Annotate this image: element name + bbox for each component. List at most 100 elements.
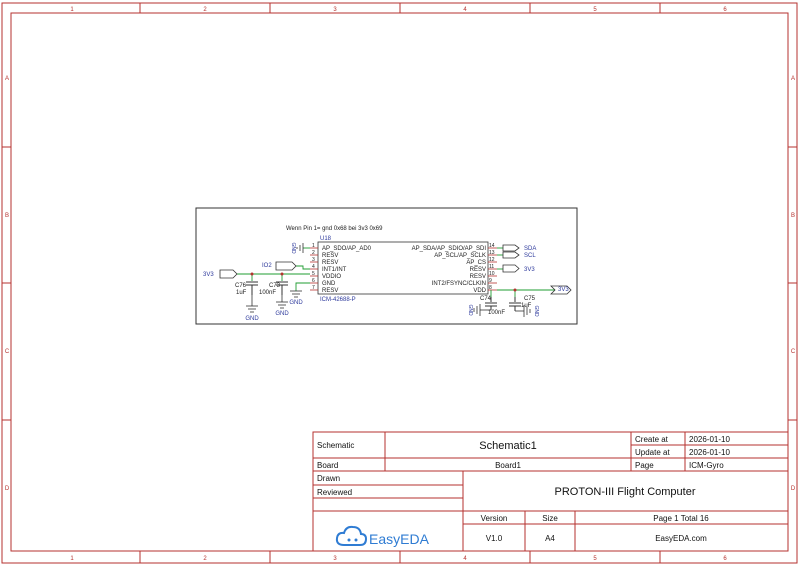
gnd-label: GND [290,242,296,254]
pin-number: 5 [312,271,315,277]
cap-ref: C73 [269,283,281,289]
gnd-label: GND [275,311,289,317]
pin-name: AP_SDO/AP_AD0 [322,246,372,252]
net-label-3v3: 3V3 [524,267,535,273]
col-label: 5 [593,556,597,562]
size-value: A4 [545,534,555,543]
update-label: Update at [635,448,670,457]
col-label: 1 [70,7,74,13]
gnd-symbol-pin1: GND [290,242,304,254]
col-label: 2 [203,556,207,562]
net-flag-3v3-far[interactable]: 3V3 [550,285,575,295]
pin-name: RESV [470,274,486,280]
net-flag-io2[interactable]: IO2 [262,261,297,271]
col-label: 4 [463,7,467,13]
easyeda-logo: EasyEDA [335,525,430,547]
pin-number: 13 [489,250,495,256]
chip-body [317,241,489,295]
board-label: Board [317,461,338,470]
chip-left-pins: 1 2 3 4 5 6 7 AP_SDO/AP_AD0 RESV RESV IN… [310,243,372,294]
cloud-icon [335,525,368,546]
frame-column-labels-top: 1 2 3 4 5 6 [70,7,727,13]
net-flag-3v3-left[interactable]: 3V3 [203,269,238,279]
capacitor-c76[interactable]: C76 1uF [235,281,258,296]
gnd-symbol-pin6: GND [289,290,303,306]
chip-right-pins: 14 13 12 11 10 9 8 AP_SDA/AP_SDIO/AP_SDI… [412,243,497,294]
pin-number: 9 [489,278,492,284]
version-label: Version [481,514,508,523]
col-label: 4 [463,556,467,562]
cap-value: 100nF [488,310,505,316]
create-date: 2026-01-10 [689,435,730,444]
col-label: 5 [593,7,597,13]
gnd-symbol-c75: GND [515,305,539,317]
pin-number: 1 [312,243,315,249]
pin-name: RESV [322,288,338,294]
title-block-text: Schematic Schematic1 Create at 2026-01-1… [317,435,730,543]
net-flag-3v3-right[interactable]: 3V3 [502,264,535,273]
cap-ref: C75 [524,296,536,302]
gnd-label: GND [467,304,473,316]
pin-name: RESV [322,260,338,266]
board-name: Board1 [495,461,521,470]
page-info: Page 1 Total 16 [653,514,709,523]
project-name: PROTON-III Flight Computer [555,486,696,498]
page-name: ICM-Gyro [689,461,724,470]
pin-name: RESV [322,253,338,259]
net-flag-sda[interactable]: SDA [502,244,536,252]
website: EasyEDA.com [655,534,707,543]
pin-name: GND [322,281,336,287]
junction-dot [250,272,254,276]
gnd-symbol-c76: GND [245,295,259,322]
drawn-label: Drawn [317,474,340,483]
frame-row-labels-left: A B C D [5,76,10,492]
row-label: B [5,213,9,219]
size-label: Size [542,514,558,523]
col-label: 2 [203,7,207,13]
net-flag-scl[interactable]: SCL [502,251,536,259]
create-label: Create at [635,435,669,444]
pin-number: 14 [489,243,495,249]
row-label: B [791,213,795,219]
cap-value: 100nF [259,290,276,296]
frame-zone-ticks [2,3,797,563]
junctions [250,272,517,292]
capacitor-c74[interactable]: C74 100nF [480,296,505,316]
col-label: 3 [333,7,337,13]
row-label: D [5,486,10,492]
pin-name: RESV [470,267,486,273]
net-label-3v3: 3V3 [203,272,214,278]
pin-name: INT2/FSYNC/CLKIN [432,281,486,287]
col-label: 3 [333,556,337,562]
net-label-io2: IO2 [262,263,272,269]
page-label: Page [635,461,654,470]
row-label: C [791,349,796,355]
pin-name: AP_SDA/AP_SDIO/AP_SDI [412,246,487,252]
wires [237,247,555,297]
capacitor-c75[interactable]: C75 1uF [509,296,536,311]
row-label: C [5,349,10,355]
pin-name: AP_CS [466,260,486,266]
address-note: Wenn Pin 1= gnd 0x68 bei 3v3 0x69 [286,226,383,232]
row-label: D [791,486,796,492]
gnd-label: GND [533,305,539,317]
pin-name: VDD [473,288,486,294]
frame-column-labels-bottom: 1 2 3 4 5 6 [70,556,727,562]
pin-number: 3 [312,257,315,263]
gnd-label: GND [245,316,259,322]
net-label-scl: SCL [524,253,536,259]
pin-number: 6 [312,278,315,284]
pin-name: AP_SCL/AP_SCLK [434,253,486,259]
chip-ref: U18 [320,236,332,242]
junction-dot [513,288,517,292]
title-block [312,431,789,552]
junction-dot [280,272,284,276]
capacitor-c73[interactable]: C73 100nF [259,281,288,296]
update-date: 2026-01-10 [689,448,730,457]
icm42688-chip[interactable]: U18 ICM-42688-P [317,236,489,303]
chip-part: ICM-42688-P [320,297,356,303]
cap-value: 1uF [521,303,532,309]
col-label: 1 [70,556,74,562]
cap-ref: C74 [480,296,492,302]
version-value: V1.0 [486,534,503,543]
